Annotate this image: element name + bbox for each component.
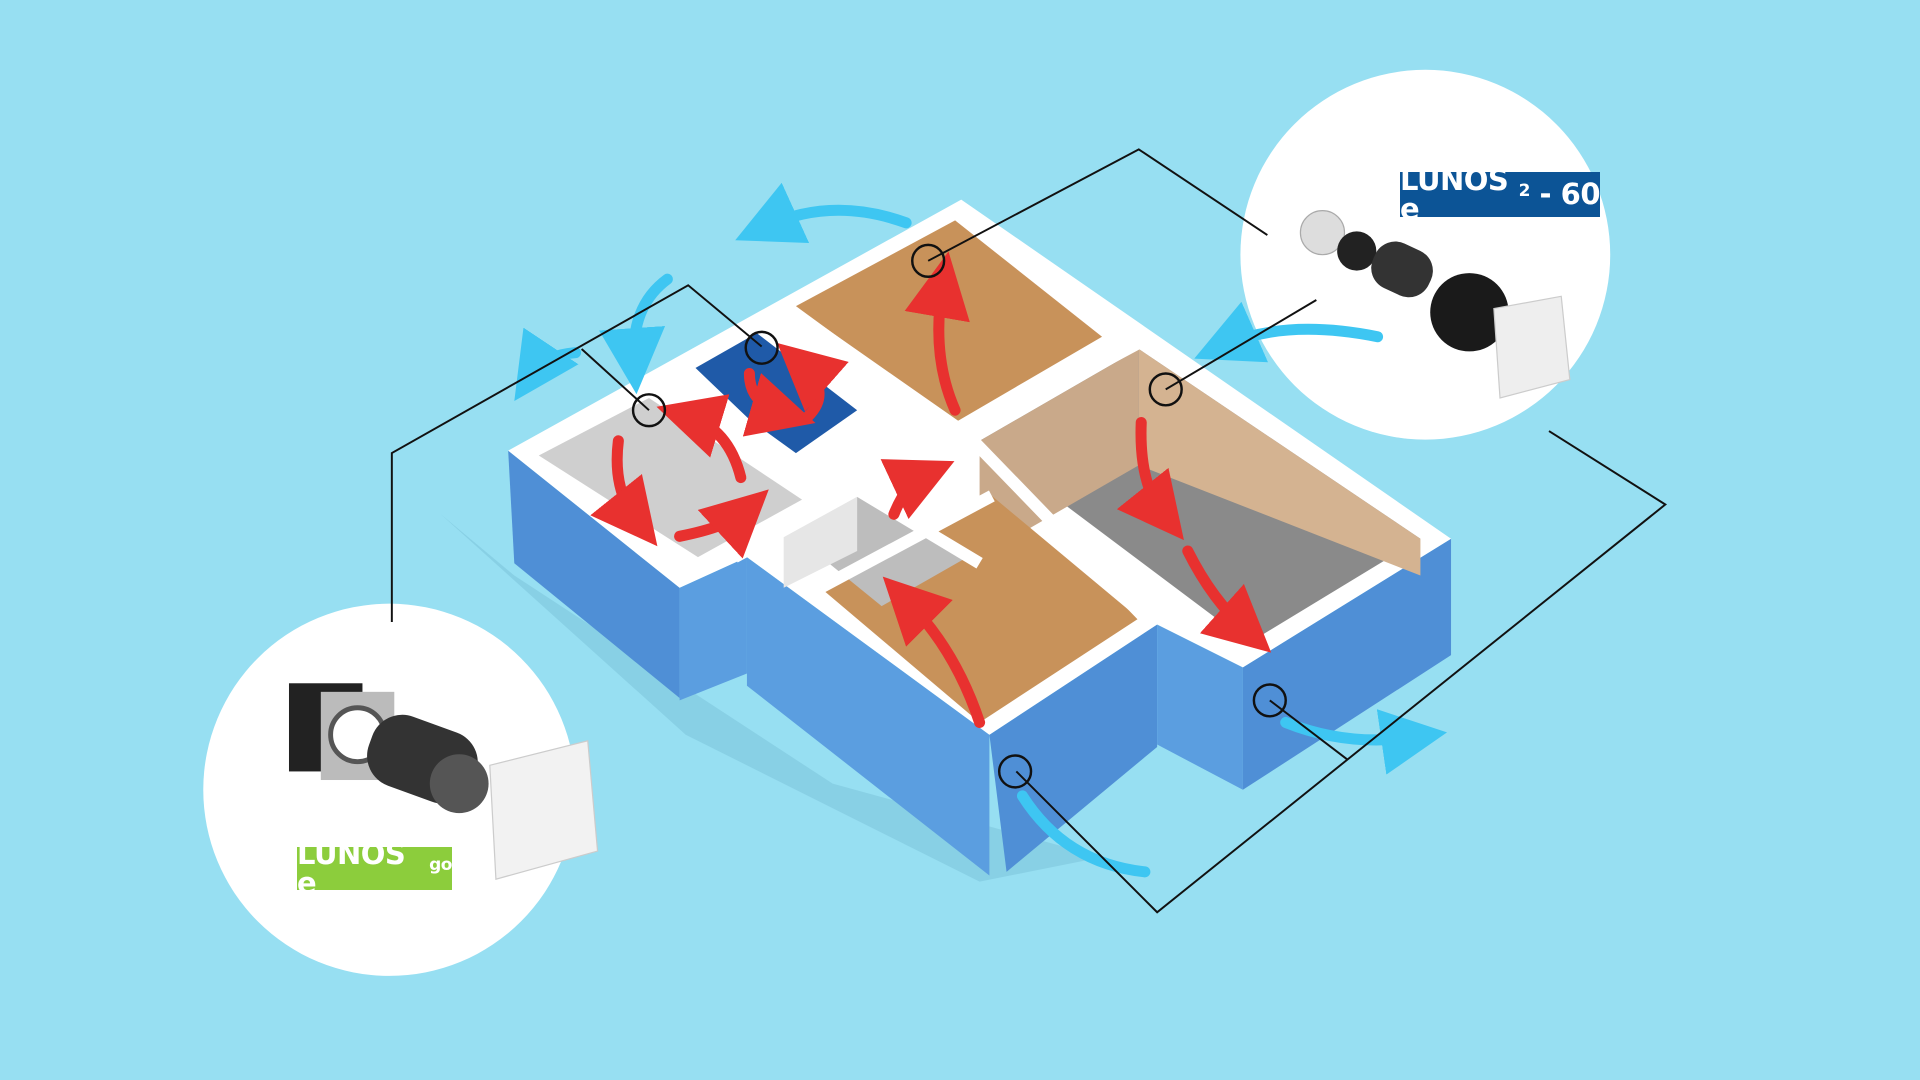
ego-unit-image xyxy=(288,683,599,880)
vent-unit-markers xyxy=(631,243,1287,789)
label-suffix: - 60 xyxy=(1529,177,1601,211)
product-label-lunos-e2-60: LUNOS e 2 - 60 xyxy=(1400,165,1601,223)
label-name: LUNOS e xyxy=(1400,162,1509,226)
label-superscript: 2 xyxy=(1518,181,1531,201)
connector-lines xyxy=(390,148,1668,914)
e2-60-unit-image xyxy=(1299,210,1571,399)
label-name: LUNOS e xyxy=(297,836,406,900)
internal-airflow-arrows xyxy=(590,251,1272,728)
product-label-lunos-ego: LUNOS e go xyxy=(297,839,452,897)
label-superscript: go xyxy=(429,855,452,875)
